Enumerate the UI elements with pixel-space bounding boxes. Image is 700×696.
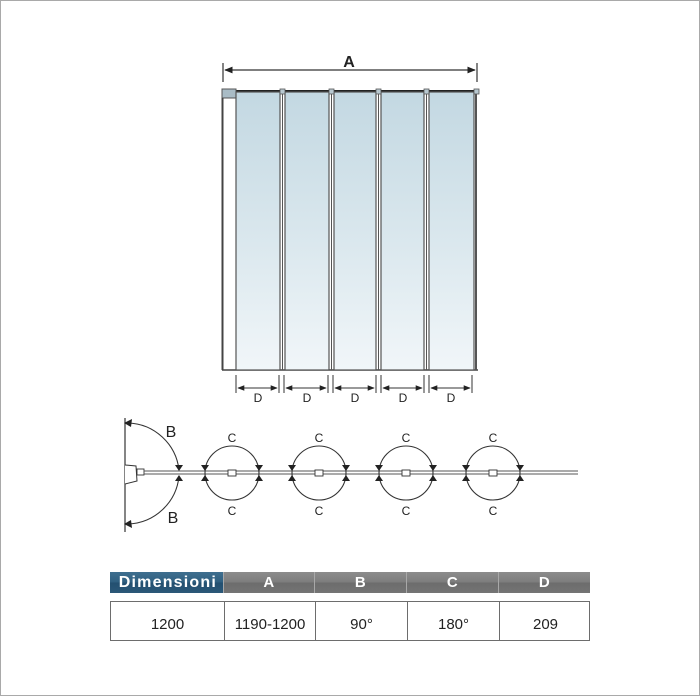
value-c: 180° bbox=[408, 602, 500, 640]
header-c: C bbox=[407, 572, 499, 593]
value-d: 209 bbox=[532, 615, 559, 633]
elevation-view bbox=[221, 88, 480, 371]
table-row: 1200 1190-1200 90° 180° 209 bbox=[110, 601, 590, 641]
value-b: 90° bbox=[316, 602, 408, 640]
svg-text:C: C bbox=[228, 504, 237, 518]
hinge-swing: C C bbox=[201, 431, 263, 518]
label-b-top: B bbox=[166, 424, 177, 441]
dimension-a: A bbox=[222, 54, 478, 82]
header-d: D bbox=[499, 572, 590, 593]
glass-panel bbox=[235, 91, 281, 371]
shower-screen-diagram: A bbox=[124, 54, 578, 532]
plan-view: B B C C C C C C C C bbox=[124, 418, 578, 532]
svg-text:D: D bbox=[351, 391, 360, 405]
dimension-d: D bbox=[428, 375, 473, 405]
dimension-d: D bbox=[332, 375, 377, 405]
glass-panel bbox=[333, 91, 377, 371]
dimension-d: D bbox=[235, 375, 280, 405]
svg-text:C: C bbox=[228, 431, 237, 445]
svg-text:C: C bbox=[315, 504, 324, 518]
glass-panel bbox=[380, 91, 425, 371]
hinge-swing: C C bbox=[462, 431, 524, 518]
dimensions-table: Dimensioni A B C D 1200 1190-1200 90° 18… bbox=[110, 572, 590, 641]
table-header-row: Dimensioni A B C D bbox=[110, 572, 590, 593]
dimension-d: D bbox=[283, 375, 329, 405]
svg-text:D: D bbox=[447, 391, 456, 405]
svg-text:D: D bbox=[254, 391, 263, 405]
dimension-d: D bbox=[380, 375, 425, 405]
header-a: A bbox=[224, 572, 315, 593]
svg-text:D: D bbox=[399, 391, 408, 405]
svg-text:C: C bbox=[402, 431, 411, 445]
svg-text:D: D bbox=[303, 391, 312, 405]
svg-text:C: C bbox=[489, 431, 498, 445]
label-a: A bbox=[343, 54, 355, 71]
glass-panel bbox=[428, 91, 475, 371]
svg-text:C: C bbox=[315, 431, 324, 445]
value-size: 1200 bbox=[111, 602, 225, 640]
hinge-swing: C C bbox=[288, 431, 350, 518]
hinge-swing: C C bbox=[375, 431, 437, 518]
dimension-d-group: D D D D D bbox=[235, 375, 473, 405]
label-b-bottom: B bbox=[168, 510, 179, 527]
svg-text:C: C bbox=[489, 504, 498, 518]
header-dimensioni: Dimensioni bbox=[110, 572, 224, 593]
value-a: 1190-1200 bbox=[225, 602, 316, 640]
svg-text:C: C bbox=[402, 504, 411, 518]
glass-panel bbox=[284, 91, 330, 371]
header-b: B bbox=[315, 572, 407, 593]
